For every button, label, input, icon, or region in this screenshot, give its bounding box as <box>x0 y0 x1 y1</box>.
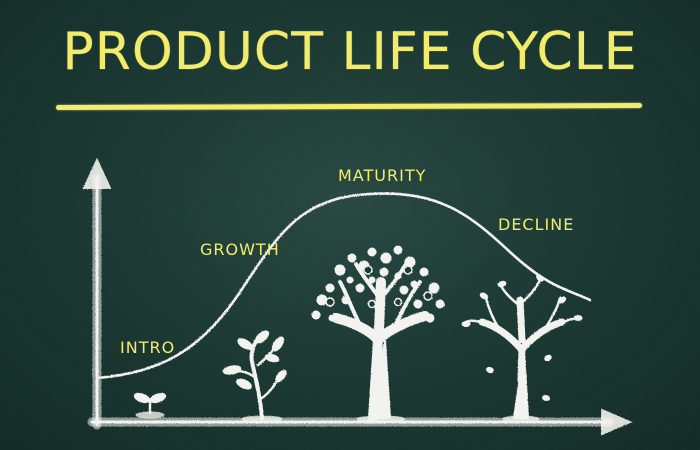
stage-label-maturity: MATURITY <box>338 166 427 185</box>
y-axis <box>82 157 112 430</box>
stage-label-intro: INTRO <box>120 338 176 357</box>
axes <box>82 157 633 436</box>
sprout-icon <box>133 392 167 419</box>
tree-apples <box>325 265 433 309</box>
life-cycle-curve <box>96 192 592 380</box>
tree-foliage <box>311 245 445 323</box>
x-axis <box>87 408 633 436</box>
y-axis-arrowhead <box>82 157 112 189</box>
stage-label-growth: GROWTH <box>200 240 280 259</box>
sapling-icon <box>222 330 287 423</box>
bare-tree-icon <box>461 274 583 423</box>
stage-label-decline: DECLINE <box>498 215 575 234</box>
falling-leaves <box>461 274 583 402</box>
page-title: PRODUCT LIFE CYCLE <box>62 22 638 82</box>
x-axis-arrowhead <box>601 408 633 436</box>
fruit-tree-icon <box>311 245 445 423</box>
